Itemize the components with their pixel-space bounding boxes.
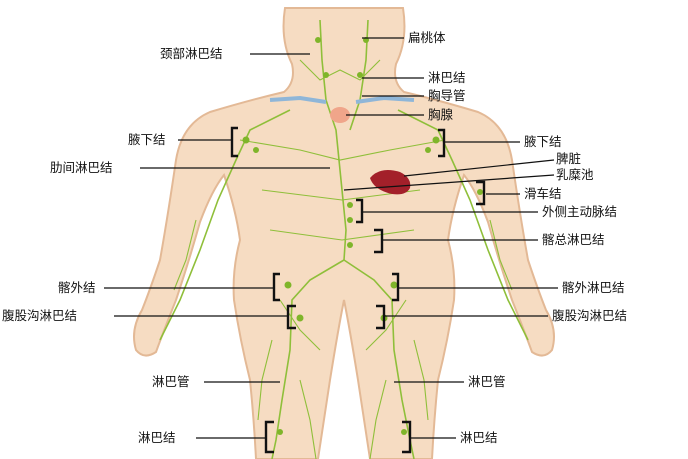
label-lymph-vessel-right: 淋巴管 xyxy=(468,374,506,389)
body-silhouette xyxy=(133,7,555,459)
label-inguinal-left: 腹股沟淋巴结 xyxy=(2,308,77,323)
lymph-nodes xyxy=(242,37,483,435)
label-neck-nodes: 颈部淋巴结 xyxy=(160,46,223,61)
callout-labels: 颈部淋巴结 扁桃体 淋巴结 胸导管 胸腺 腋下结 腋下结 脾脏 肋间淋巴结 乳糜… xyxy=(2,30,627,445)
label-lymph-node-right: 淋巴结 xyxy=(460,430,498,445)
label-common-iliac: 髂总淋巴结 xyxy=(542,232,605,247)
label-axillary-left: 腋下结 xyxy=(128,132,166,147)
label-intercostal: 肋间淋巴结 xyxy=(50,160,113,175)
subclavian-vein-left xyxy=(269,95,327,104)
label-trochlear: 滑车结 xyxy=(524,186,562,201)
body-outline xyxy=(133,7,555,459)
thymus-organ xyxy=(330,107,350,123)
label-external-iliac-right: 髂外淋巴结 xyxy=(562,280,625,295)
organs xyxy=(269,95,415,195)
label-spleen: 脾脏 xyxy=(556,151,581,166)
callout-lines xyxy=(104,37,558,454)
label-thoracic-duct: 胸导管 xyxy=(428,88,466,103)
label-lateral-aortic: 外侧主动脉结 xyxy=(542,204,617,219)
label-cisterna-chyli: 乳糜池 xyxy=(556,167,594,182)
label-thymus: 胸腺 xyxy=(428,107,454,122)
label-lymph-vessel-left: 淋巴管 xyxy=(152,374,190,389)
spleen-organ xyxy=(370,170,411,195)
label-external-iliac-left: 髂外结 xyxy=(58,280,96,295)
label-lymph-node-upper: 淋巴结 xyxy=(428,70,466,85)
label-tonsil: 扁桃体 xyxy=(408,30,446,45)
label-lymph-node-left: 淋巴结 xyxy=(138,430,176,445)
subclavian-vein-right xyxy=(355,95,415,104)
label-axillary-right: 腋下结 xyxy=(524,134,562,149)
label-inguinal-right: 腹股沟淋巴结 xyxy=(552,308,627,323)
